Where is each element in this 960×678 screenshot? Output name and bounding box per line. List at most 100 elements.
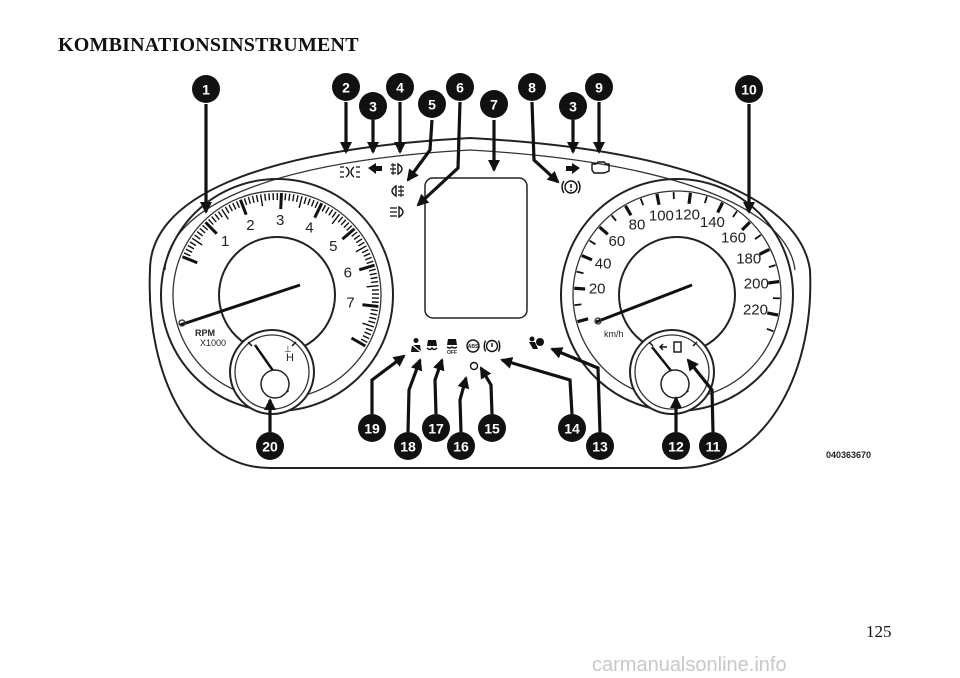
callout-marker-3: 3 <box>559 92 587 120</box>
speedometer-label: 40 <box>595 255 612 272</box>
callout-marker-13: 13 <box>586 432 614 460</box>
callout-number: 3 <box>569 99 577 115</box>
callout-marker-19: 19 <box>358 414 386 442</box>
tachometer-tick <box>211 216 217 223</box>
callout-marker-17: 17 <box>422 414 450 442</box>
tachometer-tick <box>208 218 214 226</box>
tachometer-tick <box>331 213 340 225</box>
tachometer-tick <box>279 193 283 210</box>
callout-marker-3: 3 <box>359 92 387 120</box>
turn-signal-right-icon <box>566 163 580 174</box>
callout-marker-14: 14 <box>558 414 586 442</box>
tachometer-tick <box>313 202 324 219</box>
callout-number: 12 <box>668 439 684 455</box>
page-title: KOMBINATIONSINSTRUMENT <box>58 34 359 56</box>
tachometer-tick <box>232 202 237 210</box>
security-indicator-icon <box>469 361 479 371</box>
speedometer-label: 20 <box>589 281 606 298</box>
callout-marker-6: 6 <box>446 73 474 101</box>
tachometer-tick <box>251 195 255 203</box>
speedometer-tick <box>624 204 633 217</box>
rear-fog-light-icon <box>391 184 404 198</box>
tachometer-tick <box>371 301 379 304</box>
speedometer-tick <box>639 198 645 206</box>
callout-marker-5: 5 <box>418 90 446 118</box>
tachometer-tick <box>183 252 191 257</box>
tachometer-tick <box>264 193 267 201</box>
fuel-pump-icon <box>673 341 682 353</box>
temperature-gauge: ⊥ H <box>229 329 315 415</box>
rpm-label: RPM <box>195 328 215 338</box>
tachometer-tick <box>346 225 353 231</box>
callout-leaders <box>200 101 755 433</box>
speedometer-label: 60 <box>609 233 626 250</box>
tachometer-tick <box>361 249 369 254</box>
callout-marker-20: 20 <box>256 432 284 460</box>
tachometer-tick <box>224 206 230 214</box>
abs-text: ABS <box>468 344 479 350</box>
tachometer-needle <box>179 283 301 327</box>
callout-number: 6 <box>456 80 464 96</box>
callout-number: 4 <box>396 80 404 96</box>
tachometer-ticks <box>181 192 380 348</box>
tachometer-tick <box>341 227 356 241</box>
tachometer-tick <box>314 201 319 209</box>
tachometer-tick <box>307 198 311 206</box>
callout-number: 7 <box>490 97 498 113</box>
tachometer-tick <box>370 308 378 312</box>
tachometer-tick <box>351 231 358 237</box>
speedometer-label: 220 <box>743 302 768 319</box>
speedometer-label: 120 <box>675 207 700 224</box>
speedometer-label: 140 <box>700 214 725 231</box>
callout-number: 8 <box>528 80 536 96</box>
parking-lights-icon <box>340 166 360 178</box>
callout-marker-2: 2 <box>332 73 360 101</box>
tachometer-tick <box>324 206 330 214</box>
tachometer-tick <box>358 263 375 272</box>
tachometer-tick <box>214 213 220 221</box>
speedometer-tick <box>574 286 586 291</box>
tachometer-tick <box>310 199 315 207</box>
fuel-gauge <box>629 329 715 415</box>
speedometer-label: 200 <box>744 276 769 293</box>
callout-number: 11 <box>706 439 721 455</box>
abs-warning-icon: ABS <box>466 339 480 353</box>
speedometer-tick <box>576 270 584 275</box>
high-beam-icon <box>390 205 404 219</box>
tachometer-tick <box>340 219 347 226</box>
callout-marker-1: 1 <box>192 75 220 103</box>
callout-number: 9 <box>595 80 603 96</box>
speedometer-tick <box>768 279 780 285</box>
tachometer-tick <box>181 255 198 265</box>
tachometer-label: 4 <box>305 219 313 236</box>
speedometer-needle <box>595 283 693 324</box>
callout-number: 16 <box>453 439 469 455</box>
speedometer-tick <box>581 254 593 262</box>
tachometer-tick <box>337 216 344 223</box>
tachometer-tick <box>284 193 287 201</box>
speedometer-tick <box>766 311 779 317</box>
callout-marker-4: 4 <box>386 73 414 101</box>
callout-number: 20 <box>262 439 278 455</box>
callout-number: 2 <box>342 80 350 96</box>
brake-warning-icon <box>561 180 581 194</box>
speedometer-tick <box>598 225 609 236</box>
callout-number: 19 <box>364 421 380 437</box>
speedometer-tick <box>766 327 774 333</box>
watermark: carmanualsonline.info <box>592 654 787 676</box>
tachometer-tick <box>365 256 373 261</box>
tachometer-label: 7 <box>346 294 354 311</box>
tachometer-tick <box>369 316 377 320</box>
speedometer-label: 180 <box>736 251 761 268</box>
speedometer-tick <box>716 201 724 214</box>
tachometer-tick <box>366 260 374 265</box>
callout-number: 15 <box>484 421 500 437</box>
tachometer-tick <box>187 244 195 250</box>
tachometer-label: 3 <box>276 212 284 229</box>
tachometer-tick <box>295 195 299 203</box>
tachometer-tick <box>362 334 370 340</box>
tachometer-tick <box>189 241 197 247</box>
temp-high-label: H <box>286 352 294 364</box>
callout-number: 10 <box>741 82 757 98</box>
airbag-warning-icon <box>529 336 544 349</box>
